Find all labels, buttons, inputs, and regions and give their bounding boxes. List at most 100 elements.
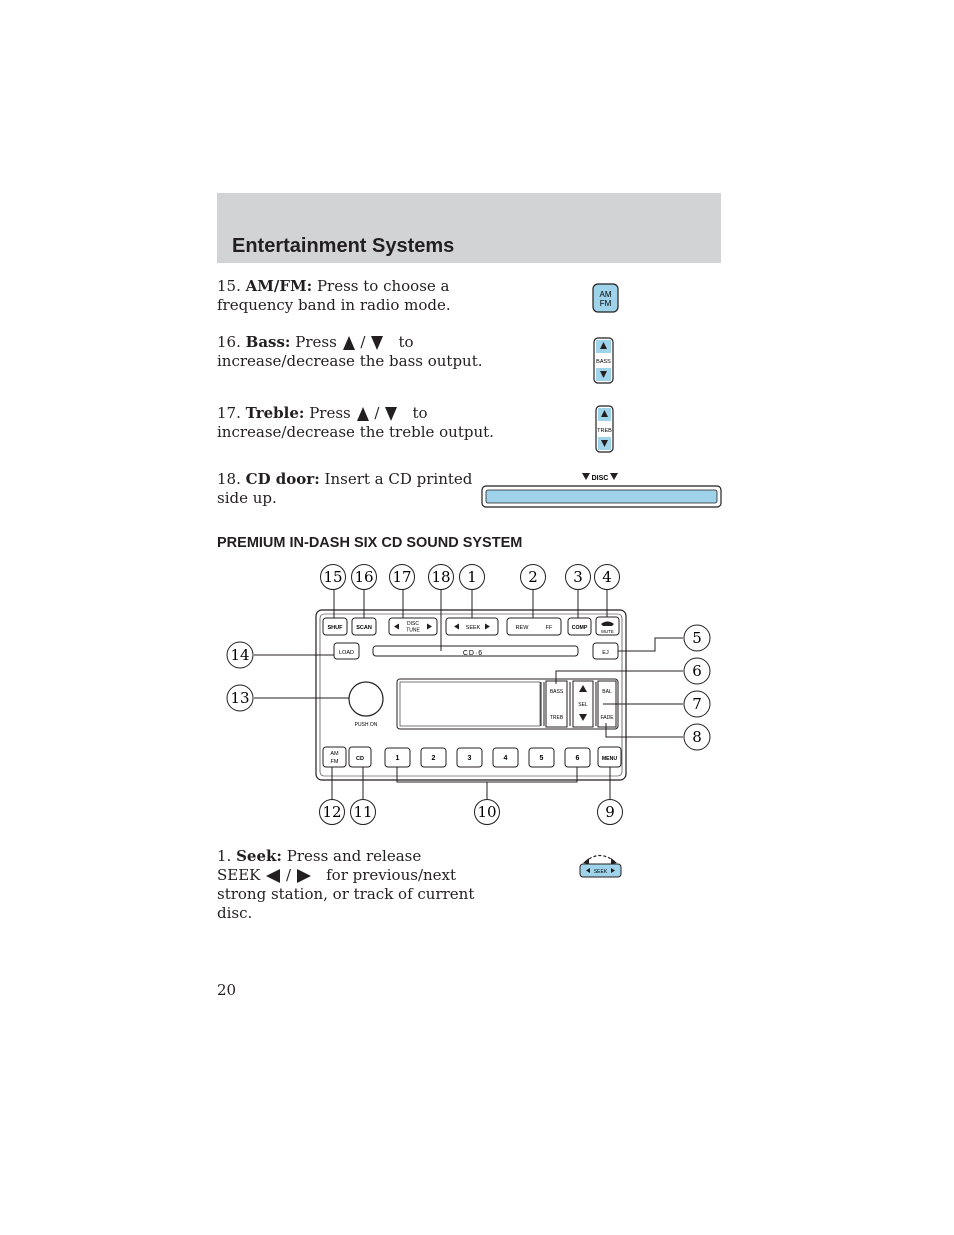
preset-4-label: 4: [504, 755, 508, 762]
preset-3-button: [456, 747, 483, 768]
page-title: Entertainment Systems: [232, 235, 455, 257]
item-seek: 1. Seek: Press and release SEEK / for pr…: [217, 847, 474, 923]
treble-button-icon: TREB: [595, 405, 614, 453]
disc-label: DISC: [592, 475, 609, 482]
load-label: LOAD: [339, 650, 354, 656]
callout-3: 3: [573, 568, 583, 586]
section-header: Entertainment Systems: [217, 193, 721, 263]
bass-treb-button: BASS TREB: [545, 680, 568, 728]
triangle-left-icon: [266, 869, 281, 883]
triangle-right-icon: [296, 869, 311, 883]
treb-label: TREB: [550, 715, 564, 721]
item-text: to: [412, 404, 428, 422]
preset-3-label: 3: [468, 755, 472, 762]
item-amfm: 15. AM/FM: Press to choose a frequency b…: [217, 277, 451, 315]
callout-18: 18: [431, 568, 450, 586]
callout-16: 16: [354, 568, 373, 586]
item-text: for previous/next: [326, 866, 457, 884]
item-term: Treble:: [245, 404, 305, 422]
callout-4: 4: [602, 568, 612, 586]
triangle-up-icon: [356, 407, 369, 421]
arc-arrow-icon: [584, 854, 616, 863]
callout-15: 15: [323, 568, 342, 586]
item-number: 15.: [217, 277, 241, 295]
slash: /: [285, 866, 292, 884]
item-text: strong station, or track of current: [217, 885, 475, 903]
callouts-top: 15 16 17 18 1 2 3 4: [320, 564, 620, 590]
shuf-label: SHUF: [328, 625, 344, 631]
callout-6: 6: [692, 662, 702, 680]
treb-label: TREB: [597, 428, 612, 434]
item-text: Press: [309, 404, 351, 422]
rew-ff-button: REW FF: [506, 617, 562, 636]
ej-label: EJ: [602, 650, 609, 656]
preset-5-label: 5: [540, 755, 544, 762]
item-number: 18.: [217, 470, 241, 488]
triangle-left-icon: [454, 623, 459, 630]
radio-diagram: SHUF SCAN DISC TUNE SEEK REW FF COMP MUT…: [226, 564, 711, 825]
item-bass: 16. Bass: Press / to increase/decrease t…: [217, 333, 483, 371]
phone-icon: [601, 621, 614, 626]
arrow-down-icon: [600, 371, 607, 378]
item-number: 16.: [217, 333, 241, 351]
slash: /: [360, 333, 366, 351]
callout-2: 2: [528, 568, 538, 586]
rew-label: REW: [516, 625, 530, 631]
item-text: SEEK: [217, 866, 261, 884]
menu-button: MENU: [597, 746, 622, 768]
tune-label: TUNE: [406, 628, 420, 634]
bass-label: BASS: [550, 689, 564, 695]
slash: /: [374, 404, 380, 422]
item-cd-door: 18. CD door: Insert a CD printed side up…: [217, 470, 472, 508]
preset-2-button: [420, 747, 447, 768]
item-text: Insert a CD printed: [324, 470, 473, 488]
arrow-up-icon: [579, 685, 587, 692]
triangle-up-icon: [342, 336, 355, 350]
callout-17: 17: [392, 568, 411, 586]
item-term: Seek:: [236, 847, 282, 865]
item-treble: 17. Treble: Press / to increase/decrease…: [217, 404, 494, 442]
comp-button: COMP: [567, 617, 592, 636]
arrow-up-icon: [600, 342, 607, 349]
bass-label: BASS: [596, 359, 611, 365]
callouts-left: 14 13: [226, 641, 254, 712]
callout-14: 14: [230, 646, 249, 664]
menu-label: MENU: [602, 756, 618, 762]
ff-label: FF: [546, 625, 553, 631]
preset-buttons: 1 2 3 4 5 6: [384, 747, 591, 768]
triangle-down-icon: [610, 473, 618, 480]
disc-tune-button: DISC TUNE: [388, 617, 438, 636]
cd-button: CD: [348, 746, 372, 768]
am-label: AM: [330, 751, 339, 757]
item-text: Press to choose a: [316, 277, 450, 295]
arrow-down-icon: [601, 440, 608, 447]
display-screen: [399, 681, 541, 727]
item-term: Bass:: [245, 333, 291, 351]
mute-button: MUTE: [595, 616, 620, 636]
bal-label: BAL: [602, 689, 612, 695]
preset-2-label: 2: [432, 755, 436, 762]
triangle-down-icon: [371, 336, 384, 350]
amfm-button: AM FM: [322, 746, 347, 768]
item-term: AM/FM:: [245, 277, 313, 295]
item-text: increase/decrease the bass output.: [217, 352, 483, 370]
item-text: increase/decrease the treble output.: [217, 423, 494, 441]
callout-8: 8: [692, 728, 702, 746]
brand-label: CD·6: [463, 650, 483, 657]
item-term: CD door:: [245, 470, 320, 488]
callouts-bottom: 12 11 10 9: [319, 799, 623, 825]
fm-label: FM: [600, 299, 612, 308]
preset-4-button: [492, 747, 519, 768]
comp-label: COMP: [572, 625, 588, 631]
callout-11: 11: [353, 803, 372, 821]
item-text: Press: [295, 333, 337, 351]
amfm-button-icon: AM FM: [592, 283, 619, 313]
item-text: Press and release: [286, 847, 422, 865]
sel-label: SEL: [578, 702, 588, 708]
callout-10: 10: [477, 803, 496, 821]
disc-label: DISC: [407, 621, 419, 627]
callout-12: 12: [322, 803, 341, 821]
scan-label: SCAN: [356, 625, 372, 631]
item-number: 17.: [217, 404, 241, 422]
callouts-right: 5 6 7 8: [683, 624, 711, 751]
